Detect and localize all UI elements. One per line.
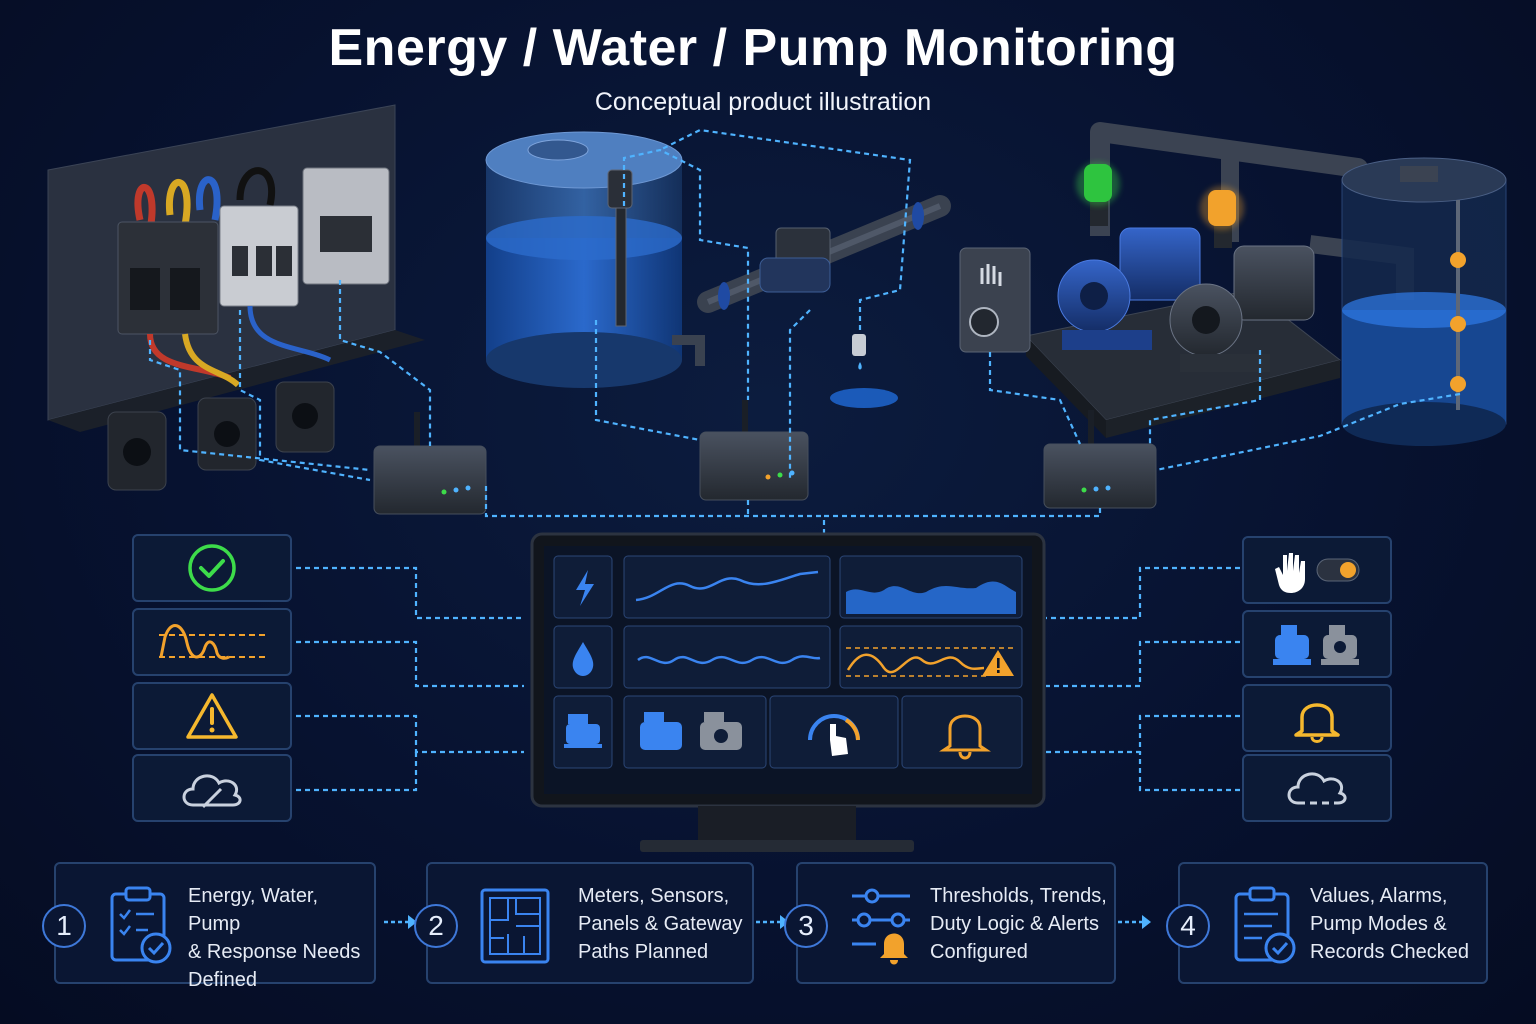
pump-station [959,122,1414,438]
warning-triangle-icon [186,693,238,739]
current-clamp-3 [275,381,335,453]
step-2: 2 Meters, Sensors, Panels & Gateway Path… [414,862,754,984]
breaker-block-2 [219,205,299,307]
hand-pointer-icon [830,724,848,756]
trend-threshold-panel [132,608,292,676]
beacon-orange [1200,186,1244,248]
gateway-2 [699,400,809,501]
pump-grey [1169,245,1315,372]
page-title: Energy / Water / Pump Monitoring [328,19,1178,77]
bell-icon [1294,703,1340,743]
manual-mode-panel [1242,536,1392,604]
pump-pair-widget [640,712,742,750]
gateway-3 [1043,410,1157,509]
step-text: Meters, Sensors, Panels & Gateway Paths … [578,885,743,963]
clipboard-check-icon [110,886,172,964]
warning-panel [132,682,292,750]
step-3: 3 Thresholds, Trends, Duty Logic & Alert… [784,862,1116,984]
page-subtitle: Conceptual product illustration [594,88,932,116]
connection-lines [148,128,1461,792]
status-ok-panel [132,534,292,602]
current-clamp-2 [197,397,257,471]
breaker-block-1 [117,221,219,335]
sliders-bell-icon [852,888,910,965]
leak-sensor [830,334,898,408]
step-text: Values, Alarms, Pump Modes & Records Che… [1310,885,1469,963]
pump-pair-icon [1273,625,1359,665]
cloud-sync-panel [132,754,292,822]
current-clamp-1 [107,411,167,491]
pump-blue [1057,227,1201,350]
energy-area-chart [846,581,1016,614]
trend-threshold-icon [159,624,265,660]
cloud-sync-icon [182,774,242,809]
pump-status-panel [1242,610,1392,678]
cloud-panel [1242,754,1392,822]
storage-tank [1341,157,1507,446]
energy-trend-line [635,570,819,602]
beacon-green [1076,162,1120,226]
water-trend-line [637,655,821,665]
arrow-right-icon [384,915,417,929]
floorplan-icon [480,888,550,964]
step-number: 4 [1166,904,1210,948]
step-text: Thresholds, Trends, Duty Logic & Alerts … [930,885,1107,963]
threshold-trend-line [846,653,985,674]
step-number: 1 [42,904,86,948]
alarm-bell-panel [1242,684,1392,752]
water-tank [485,131,705,388]
lightning-icon [576,570,594,606]
flow-meter-pipe [697,195,951,313]
dashboard-monitor [530,532,1046,852]
step-number: 3 [784,904,828,948]
step-number: 2 [414,904,458,948]
step-1: 1 Energy, Water, Pump & Response Needs D… [42,862,376,991]
step-text: Energy, Water, Pump & Response Needs Def… [188,885,361,991]
pump-icon [564,714,602,748]
breaker-block-3 [302,167,390,285]
arrow-right-icon [1118,915,1151,929]
pump-control-box [959,247,1031,353]
hand-toggle-icon [1275,553,1360,593]
electrical-panel [47,104,425,491]
water-drop-icon [572,642,594,676]
cloud-dashed-icon [1287,772,1347,805]
bell-icon [939,714,991,760]
check-circle-icon [188,544,236,592]
clipboard-check-icon [1234,886,1296,964]
step-4: 4 Values, Alarms, Pump Modes & Records C… [1166,862,1488,984]
illustration-scene [47,104,1507,852]
